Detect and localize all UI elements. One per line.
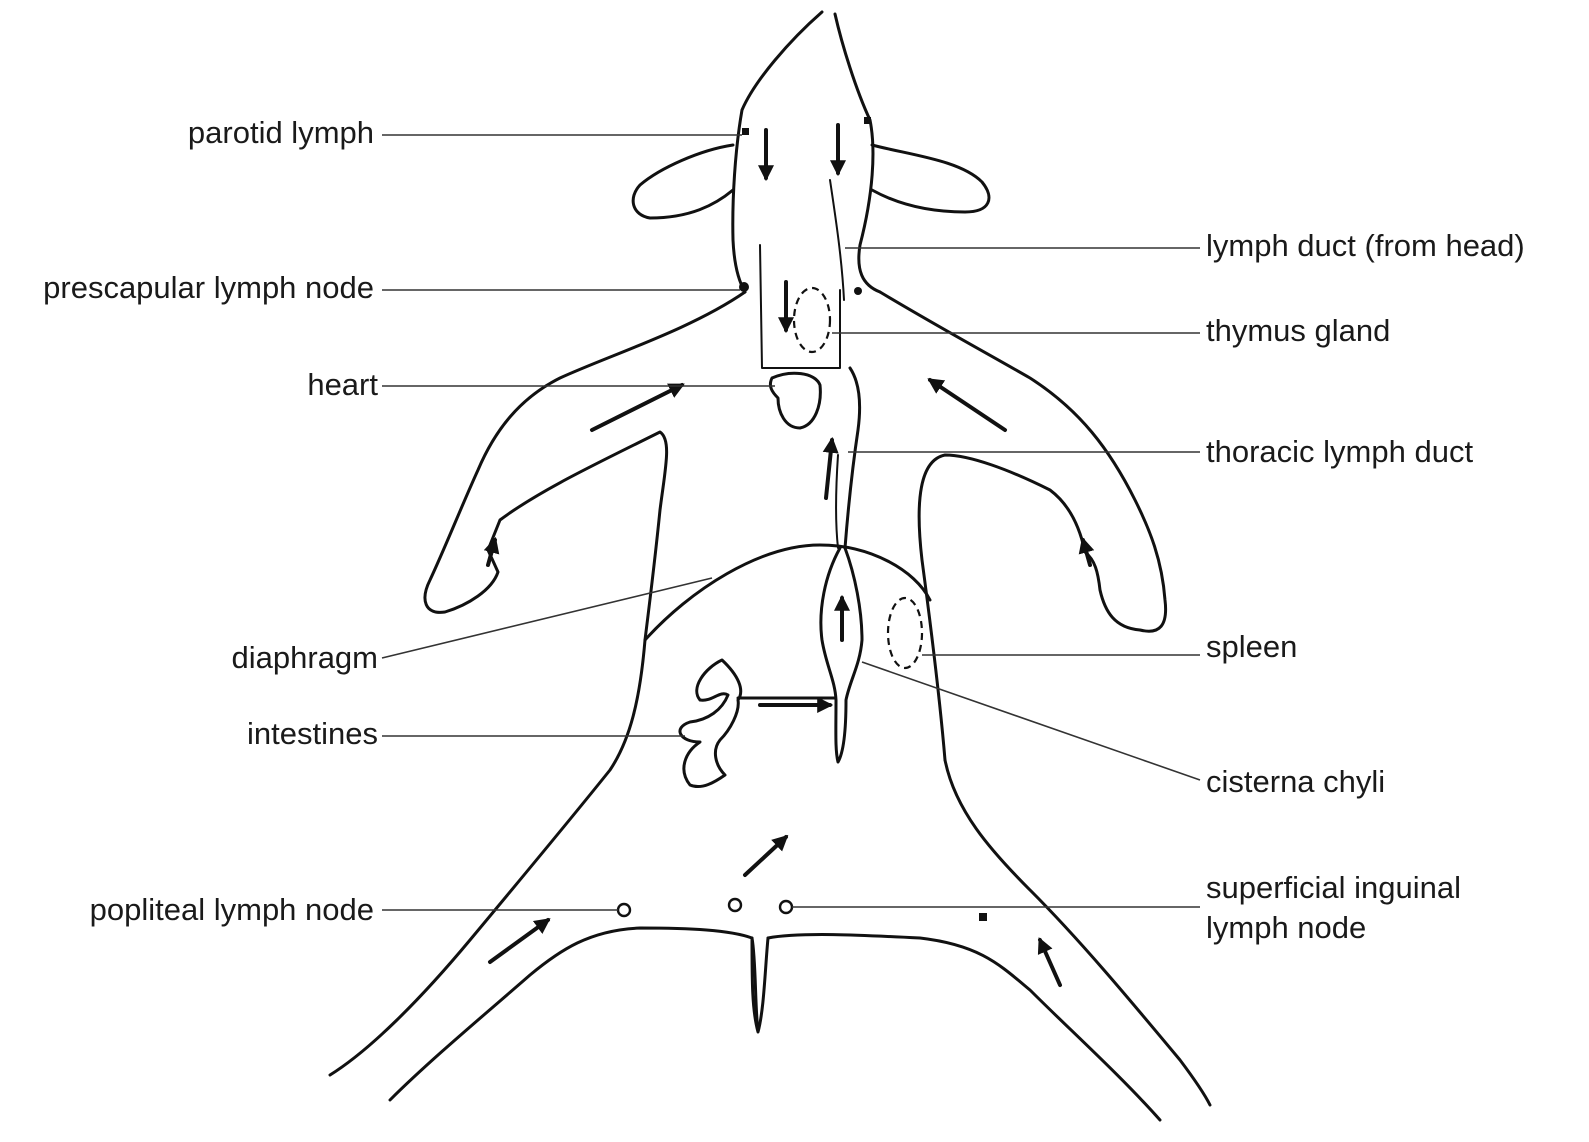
spleen xyxy=(888,598,922,668)
parotid-node-left xyxy=(742,128,749,135)
lymph-duct-head xyxy=(830,180,844,300)
body-left-side xyxy=(330,640,645,1075)
right-ear xyxy=(872,145,989,212)
intestines xyxy=(680,660,741,787)
label-lymph-duct-head: lymph duct (from head) xyxy=(1206,228,1525,263)
label-popliteal-lymph-node: popliteal lymph node xyxy=(90,892,374,927)
heart xyxy=(770,373,820,428)
thoracic-lymph-duct xyxy=(845,368,860,548)
animal-outline xyxy=(330,12,1210,1120)
head-right-edge xyxy=(835,14,880,292)
arrow-right-shoulder xyxy=(930,380,1005,430)
leader-lines xyxy=(382,135,1200,910)
arrow-right-hind xyxy=(1040,940,1060,985)
inguinal-node-right xyxy=(780,901,792,913)
popliteal-node-right xyxy=(979,913,987,921)
leader-cisterna xyxy=(862,662,1200,780)
arrow-thoracic xyxy=(826,440,832,498)
label-heart: heart xyxy=(307,367,378,402)
popliteal-node xyxy=(618,904,630,916)
label-intestines: intestines xyxy=(247,716,378,751)
left-foreleg xyxy=(425,292,745,640)
left-ear xyxy=(633,145,733,218)
arrow-abdomen xyxy=(745,837,786,875)
prescapular-node-left xyxy=(739,282,749,292)
label-inguinal-line2: lymph node xyxy=(1206,910,1366,945)
right-hind-leg-inner xyxy=(768,935,1160,1120)
inguinal-node-left xyxy=(729,899,741,911)
labels: parotid lymph prescapular lymph node hea… xyxy=(43,115,1525,945)
label-diaphragm: diaphragm xyxy=(232,640,378,675)
right-foreleg xyxy=(880,292,1166,760)
left-hind-leg-inner xyxy=(390,928,758,1100)
arrow-left-hind xyxy=(490,920,548,962)
cisterna-chyli xyxy=(821,548,862,762)
body-right-side xyxy=(945,760,1210,1105)
thymus-gland xyxy=(794,288,830,352)
leader-diaphragm xyxy=(382,578,712,658)
label-prescapular-lymph-node: prescapular lymph node xyxy=(43,270,374,305)
label-spleen: spleen xyxy=(1206,629,1297,664)
arrow-left-shoulder xyxy=(592,385,682,430)
diaphragm-curve xyxy=(645,545,930,640)
thoracic-duct-inner xyxy=(836,455,838,548)
internal-structures xyxy=(680,180,922,787)
label-inguinal-line1: superficial inguinal xyxy=(1206,870,1461,905)
label-parotid-lymph: parotid lymph xyxy=(188,115,374,150)
head-left-edge xyxy=(733,12,822,292)
parotid-node-right xyxy=(864,117,871,124)
label-thoracic-lymph-duct: thoracic lymph duct xyxy=(1206,434,1473,469)
lymph-nodes xyxy=(618,117,987,921)
label-thymus-gland: thymus gland xyxy=(1206,313,1390,348)
prescapular-node-right xyxy=(854,287,862,295)
label-cisterna-chyli: cisterna chyli xyxy=(1206,764,1385,799)
